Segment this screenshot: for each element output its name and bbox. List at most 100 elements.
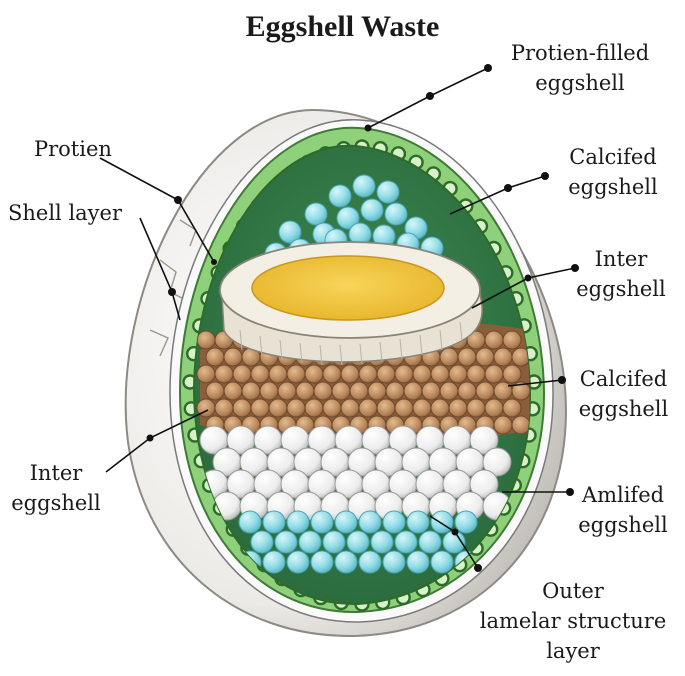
brown-cell	[394, 398, 414, 418]
blue-sphere	[376, 180, 400, 204]
brown-cell	[484, 398, 504, 418]
label-shell-layer: Shell layer	[8, 201, 123, 225]
brown-cell	[457, 381, 477, 401]
blue-sphere	[406, 550, 430, 574]
brown-cell	[223, 381, 243, 401]
blue-sphere	[238, 510, 262, 534]
brown-cell	[430, 364, 450, 384]
brown-cell	[232, 398, 252, 418]
blue-sphere	[250, 530, 274, 554]
blue-sphere	[310, 550, 334, 574]
brown-cell	[403, 381, 423, 401]
blue-sphere	[384, 202, 408, 226]
blue-sphere	[358, 510, 382, 534]
brown-cell	[484, 330, 504, 350]
blue-sphere	[322, 530, 346, 554]
blue-spheres-bottom	[238, 510, 478, 574]
blue-sphere	[346, 530, 370, 554]
brown-cell	[277, 381, 297, 401]
brown-cell	[502, 364, 522, 384]
brown-cell	[466, 398, 486, 418]
blue-sphere	[274, 530, 298, 554]
brown-cell	[475, 381, 495, 401]
blue-sphere	[352, 174, 376, 198]
yolk-disc	[219, 241, 483, 366]
brown-cell	[205, 347, 225, 367]
brown-cell	[430, 398, 450, 418]
blue-sphere	[328, 184, 352, 208]
brown-cell	[223, 347, 243, 367]
brown-cell	[394, 364, 414, 384]
brown-cell	[241, 381, 261, 401]
blue-sphere	[382, 550, 406, 574]
blue-sphere	[286, 510, 310, 534]
brown-cell	[196, 330, 216, 350]
brown-cell	[358, 364, 378, 384]
blue-sphere	[298, 530, 322, 554]
brown-cell	[412, 398, 432, 418]
brown-cell	[511, 415, 531, 435]
brown-cell	[268, 398, 288, 418]
blue-sphere	[430, 550, 454, 574]
blue-sphere	[278, 220, 302, 244]
blue-sphere	[360, 198, 384, 222]
brown-cell	[250, 398, 270, 418]
brown-cell	[322, 364, 342, 384]
label-protien: Protien	[34, 137, 112, 161]
brown-cell	[376, 364, 396, 384]
blue-sphere	[262, 550, 286, 574]
brown-cell	[493, 347, 513, 367]
brown-cell	[205, 381, 225, 401]
label-calcified-eggshell-mid: Calcifed eggshell	[578, 367, 669, 421]
label-inter-eggshell-right: Inter eggshell	[576, 247, 666, 301]
blue-sphere	[454, 510, 478, 534]
brown-cell	[214, 398, 234, 418]
brown-cell	[376, 398, 396, 418]
brown-cell	[268, 364, 288, 384]
brown-cell	[214, 364, 234, 384]
brown-cell	[502, 398, 522, 418]
brown-cell	[421, 381, 441, 401]
brown-cell	[340, 398, 360, 418]
brown-cell	[475, 347, 495, 367]
brown-cell	[196, 364, 216, 384]
brown-cell	[448, 364, 468, 384]
blue-sphere	[430, 510, 454, 534]
brown-cell	[493, 381, 513, 401]
brown-cell	[340, 364, 360, 384]
brown-cell	[358, 398, 378, 418]
blue-sphere	[394, 530, 418, 554]
label-inter-eggshell-left: Inter eggshell	[11, 461, 101, 515]
blue-sphere	[370, 530, 394, 554]
blue-sphere	[334, 550, 358, 574]
brown-cell	[322, 398, 342, 418]
blue-sphere	[358, 550, 382, 574]
blue-sphere	[310, 510, 334, 534]
brown-cell	[349, 381, 369, 401]
blue-sphere	[406, 510, 430, 534]
brown-cell	[295, 381, 315, 401]
blue-sphere	[382, 510, 406, 534]
brown-cell	[493, 415, 513, 435]
white-sphere	[482, 447, 512, 477]
blue-sphere	[286, 550, 310, 574]
blue-sphere	[336, 206, 360, 230]
brown-cell	[286, 398, 306, 418]
label-outer-lamelar-structure-layer: Outer lamelar structure layer	[479, 579, 667, 663]
blue-sphere	[334, 510, 358, 534]
diagram-title: Eggshell Waste	[245, 10, 440, 43]
brown-cell	[259, 381, 279, 401]
brown-cell	[313, 381, 333, 401]
brown-cell	[484, 364, 504, 384]
blue-sphere	[418, 530, 442, 554]
brown-cell	[457, 347, 477, 367]
white-spheres	[199, 425, 512, 521]
brown-cell	[439, 347, 459, 367]
brown-cell	[412, 364, 432, 384]
brown-cell	[439, 381, 459, 401]
blue-sphere	[262, 510, 286, 534]
brown-cell	[466, 364, 486, 384]
label-calcified-eggshell-top: Calcifed eggshell	[568, 145, 658, 199]
